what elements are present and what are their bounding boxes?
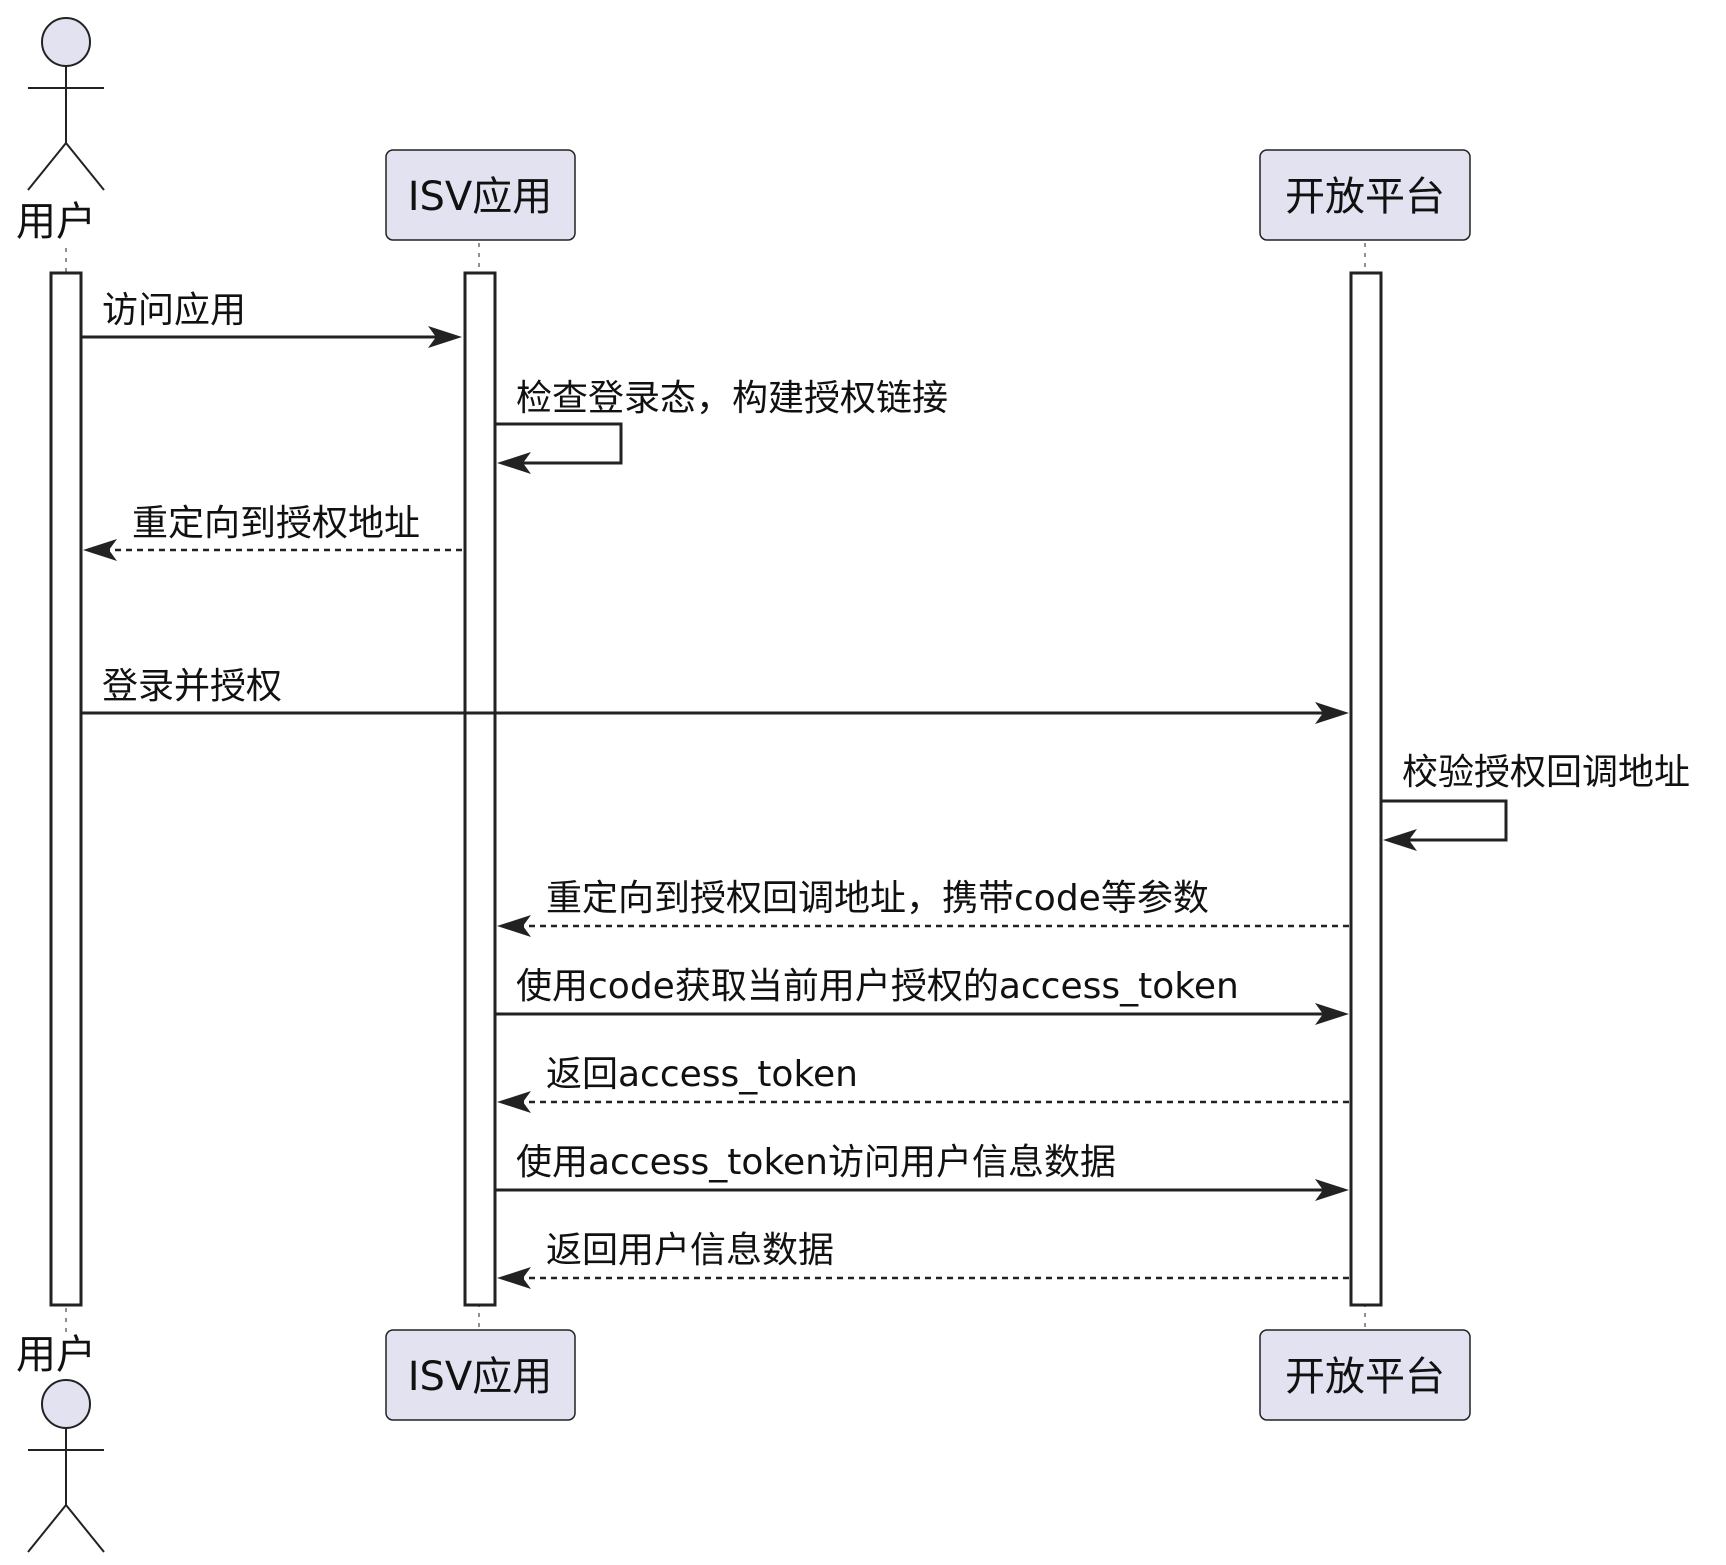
message-label: 登录并授权 <box>102 666 282 707</box>
message-label: 返回用户信息数据 <box>546 1230 834 1271</box>
actor-user-bottom: 用户 <box>16 1332 105 1553</box>
message-access-user-info: 使用access_token访问用户信息数据 <box>495 1142 1349 1201</box>
arrow-head-icon <box>497 1091 531 1113</box>
message-return-token: 返回access_token <box>497 1054 1349 1113</box>
message-label: 使用access_token访问用户信息数据 <box>516 1142 1116 1183</box>
message-login-authorize: 登录并授权 <box>81 666 1349 724</box>
actor-label-bottom: 用户 <box>16 1332 96 1378</box>
message-label: 返回access_token <box>546 1054 858 1095</box>
arrow-head-icon <box>428 326 462 348</box>
message-verify-callback: 校验授权回调地址 <box>1381 752 1690 851</box>
message-redirect-auth: 重定向到授权地址 <box>83 503 462 561</box>
message-label: 使用code获取当前用户授权的access_token <box>516 966 1239 1007</box>
activation-platform <box>1349 271 1383 1307</box>
participant-platform-top: 开放平台 <box>1259 149 1471 241</box>
arrow-head-icon <box>497 1267 531 1289</box>
activation-user <box>49 271 83 1307</box>
message-visit-app: 访问应用 <box>81 290 462 348</box>
message-label: 重定向到授权地址 <box>132 503 420 544</box>
arrow-head-icon <box>1315 702 1349 724</box>
activation-isv <box>463 271 497 1307</box>
message-get-token: 使用code获取当前用户授权的access_token <box>495 966 1349 1025</box>
message-return-user-info: 返回用户信息数据 <box>497 1230 1349 1289</box>
actor-head-icon <box>41 1379 91 1429</box>
arrow-head-icon <box>1315 1179 1349 1201</box>
message-label: 重定向到授权回调地址，携带code等参数 <box>546 878 1209 919</box>
arrow-head-icon <box>497 915 531 937</box>
message-label: 访问应用 <box>102 290 246 331</box>
participant-platform-bottom: 开放平台 <box>1259 1329 1471 1421</box>
participant-label: ISV应用 <box>408 174 553 220</box>
participant-isv-top: ISV应用 <box>385 149 576 241</box>
participant-label: 开放平台 <box>1285 174 1445 220</box>
arrow-head-icon <box>1315 1003 1349 1025</box>
message-check-login: 检查登录态，构建授权链接 <box>495 378 948 474</box>
participant-label: 开放平台 <box>1285 1354 1445 1400</box>
message-label: 校验授权回调地址 <box>1402 752 1690 793</box>
message-label: 检查登录态，构建授权链接 <box>516 378 948 419</box>
participant-isv-bottom: ISV应用 <box>385 1329 576 1421</box>
message-redirect-callback: 重定向到授权回调地址，携带code等参数 <box>497 878 1349 937</box>
actor-user-top: 用户 <box>16 17 105 245</box>
actor-label-top: 用户 <box>16 199 96 245</box>
arrow-head-icon <box>497 452 531 474</box>
arrow-head-icon <box>83 539 117 561</box>
participant-label: ISV应用 <box>408 1354 553 1400</box>
arrow-head-icon <box>1383 829 1417 851</box>
actor-head-icon <box>41 17 91 67</box>
